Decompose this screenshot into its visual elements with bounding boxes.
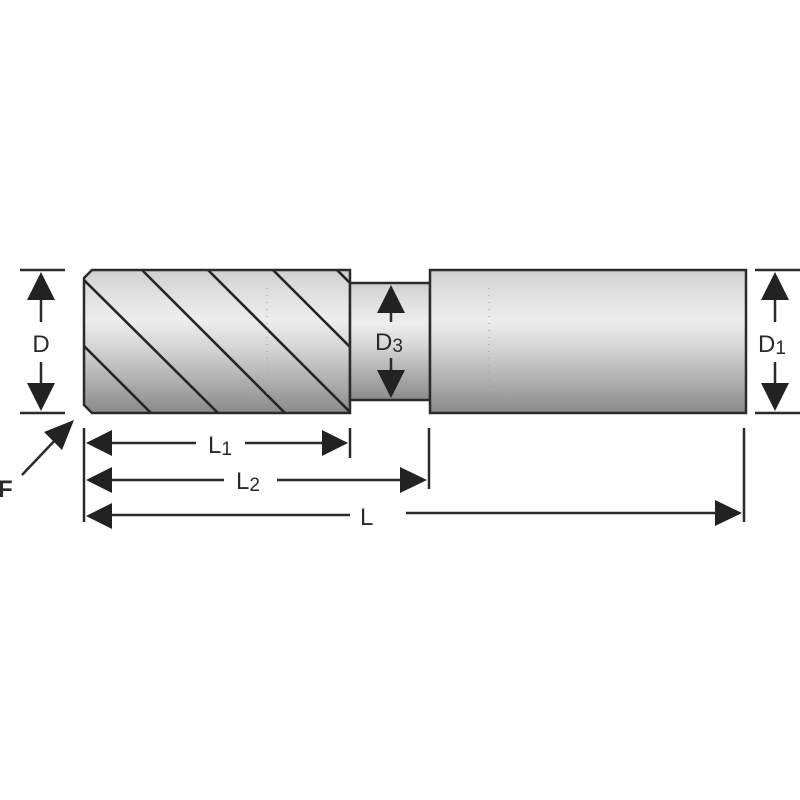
- label-D3: D3: [375, 329, 403, 357]
- dimension-L: L: [86, 500, 742, 531]
- dimension-D3: D3: [375, 285, 405, 398]
- label-L1: L1: [208, 432, 232, 460]
- label-D1: D1: [758, 331, 786, 359]
- extension-lines: [82, 428, 746, 522]
- callout-F: F: [0, 420, 74, 503]
- label-F: F: [0, 476, 13, 503]
- dimension-L2: L2: [86, 467, 427, 496]
- dimension-L1: L1: [86, 430, 348, 460]
- dimension-D: D: [20, 268, 65, 415]
- dimension-D1: D1: [755, 268, 800, 415]
- label-L2: L2: [236, 468, 260, 496]
- label-D: D: [32, 331, 49, 358]
- label-L: L: [360, 504, 373, 531]
- shank-section: [428, 268, 748, 415]
- fluted-section: [82, 268, 352, 415]
- flute-lines: [84, 270, 350, 413]
